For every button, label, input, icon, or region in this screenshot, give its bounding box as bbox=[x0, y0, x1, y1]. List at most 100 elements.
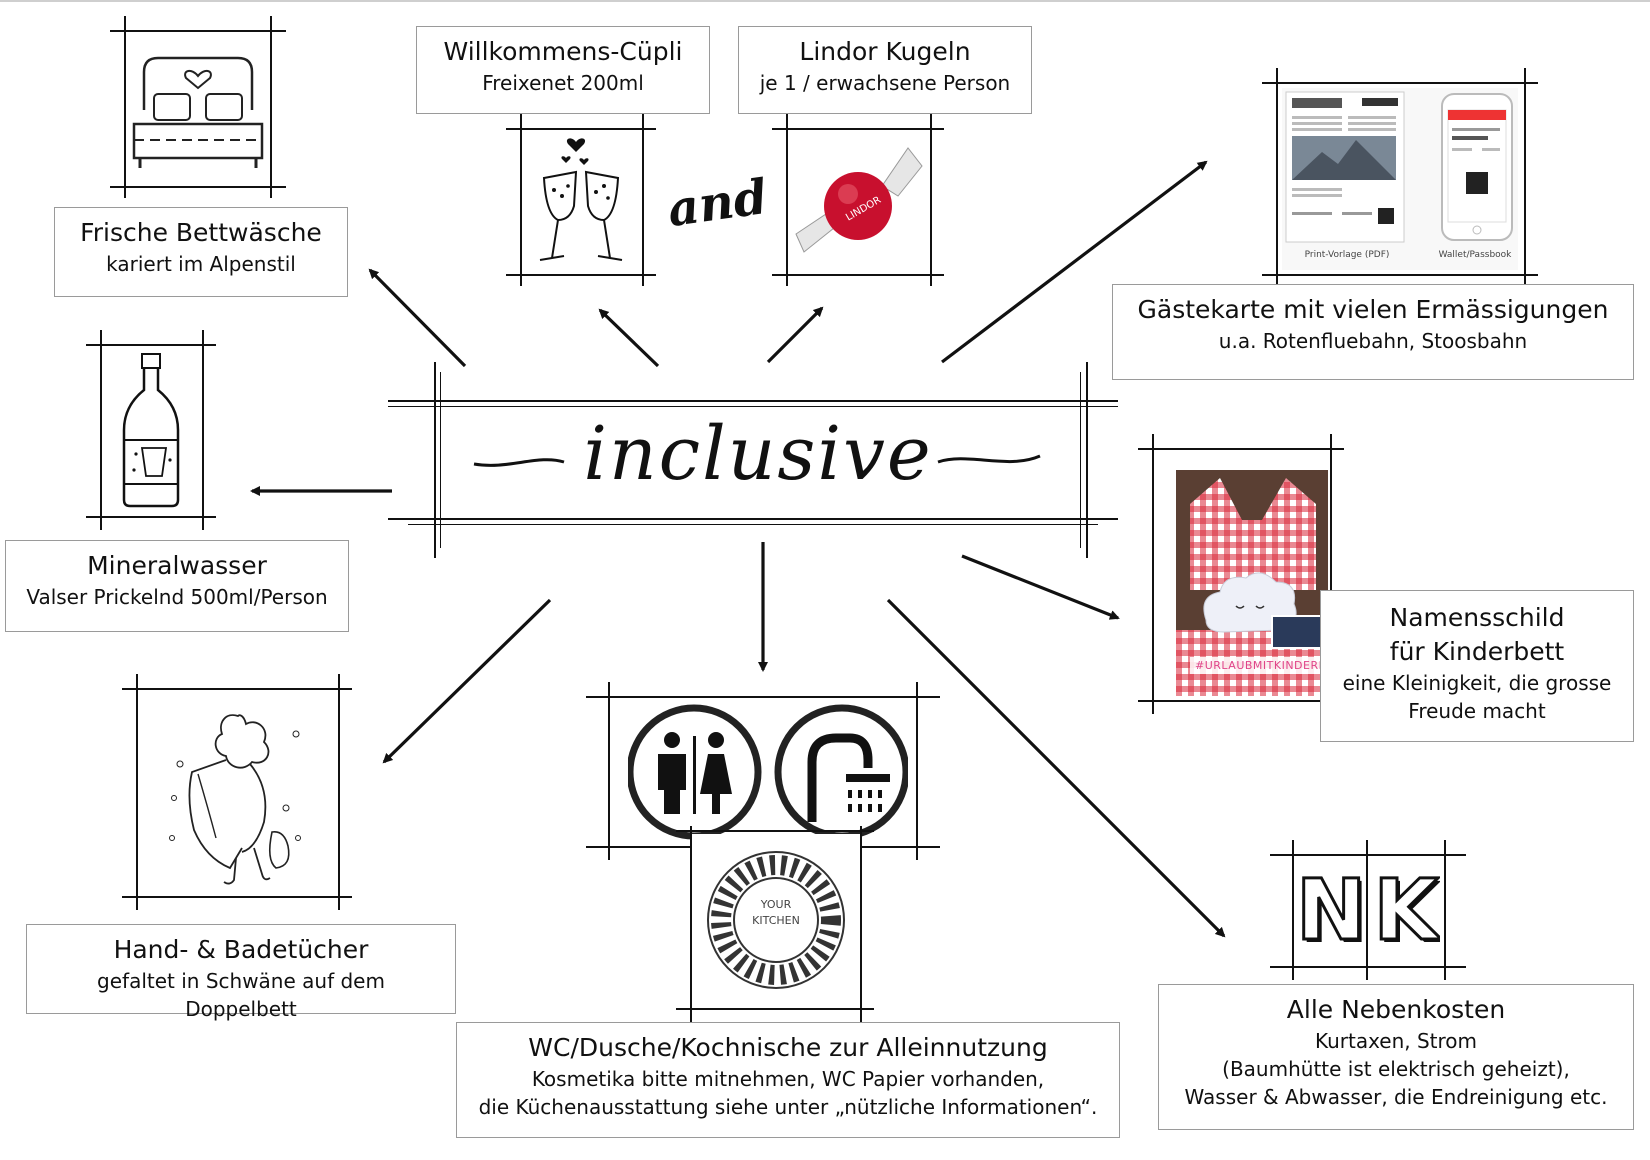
frame-line bbox=[1270, 854, 1466, 856]
wc-label: WC/Dusche/Kochnische zur Alleinnutzung K… bbox=[456, 1022, 1120, 1138]
lindor-title: Lindor Kugeln bbox=[799, 37, 971, 66]
frame-line bbox=[434, 362, 436, 558]
kitchen-wreath: YOUR KITCHEN bbox=[692, 834, 860, 1006]
frame-line bbox=[520, 114, 522, 286]
bed-icon bbox=[132, 56, 264, 168]
frame-line bbox=[1270, 966, 1466, 968]
frame-line bbox=[122, 688, 352, 690]
frame-line bbox=[772, 274, 944, 276]
nk-frame: N K bbox=[1270, 840, 1466, 980]
frame-line bbox=[1086, 362, 1088, 558]
frame-line bbox=[86, 344, 216, 346]
frame-line bbox=[124, 16, 126, 198]
arrow-to-lindor bbox=[766, 306, 824, 364]
gaestekarte-title: Gästekarte mit vielen Ermässigungen bbox=[1137, 295, 1609, 324]
frame-line bbox=[1366, 840, 1368, 980]
inclusive-word: inclusive bbox=[583, 414, 933, 494]
lindor-ball-icon: LINDOR bbox=[795, 147, 923, 253]
kinderbett-photo: #URLAUBMITKINDERN bbox=[1176, 470, 1328, 696]
frame-line bbox=[1138, 700, 1344, 702]
bettwaesche-label: Frische Bettwäsche kariert im Alpenstil bbox=[54, 207, 348, 297]
arrow-to-cuepli bbox=[598, 308, 660, 368]
nebenkosten-title: Alle Nebenkosten bbox=[1286, 995, 1506, 1024]
frame-line bbox=[408, 524, 1098, 525]
lindor-sub: je 1 / erwachsene Person bbox=[759, 71, 1011, 95]
kitchen-label-2: KITCHEN bbox=[752, 914, 800, 927]
lindor-frame: LINDOR bbox=[772, 114, 944, 286]
frame-line bbox=[786, 114, 788, 286]
wallet-caption: Wallet/Passbook bbox=[1438, 250, 1512, 260]
namensschild-sub-2: Freude macht bbox=[1408, 699, 1546, 723]
gaestekarte-documents bbox=[1285, 91, 1513, 243]
hashtag-badge: #URLAUBMITKINDERN bbox=[1190, 657, 1328, 674]
arrow-to-badetuecher bbox=[382, 598, 552, 764]
frame-line bbox=[1276, 68, 1278, 288]
inclusive-frame: inclusive bbox=[388, 362, 1118, 558]
namensschild-title-1: Namensschild bbox=[1389, 603, 1565, 632]
wc-title: WC/Dusche/Kochnische zur Alleinnutzung bbox=[528, 1033, 1048, 1062]
frame-line bbox=[202, 330, 204, 530]
frame-line bbox=[608, 682, 610, 860]
bettwaesche-sub: kariert im Alpenstil bbox=[106, 252, 296, 276]
kitchen-label-1: YOUR bbox=[760, 898, 792, 911]
arrow-to-namensschild bbox=[961, 554, 1120, 620]
bed-icon-frame bbox=[110, 16, 286, 198]
and-word: and bbox=[664, 168, 771, 239]
frame-line bbox=[1262, 82, 1538, 84]
kitchen-wreath-icon bbox=[707, 851, 845, 989]
bottle-frame bbox=[86, 330, 216, 530]
frame-line bbox=[690, 826, 692, 1022]
nebenkosten-label: Alle Nebenkosten Kurtaxen, Strom (Baumhü… bbox=[1158, 984, 1634, 1130]
gaestekarte-label: Gästekarte mit vielen Ermässigungen u.a.… bbox=[1112, 284, 1634, 380]
nk-letter-n: N bbox=[1296, 860, 1362, 961]
frame-line bbox=[1262, 274, 1538, 276]
cuepli-title: Willkommens-Cüpli bbox=[443, 37, 683, 66]
inclusive-swash bbox=[473, 454, 1041, 467]
pdf-caption: Print-Vorlage (PDF) bbox=[1304, 250, 1390, 260]
arrow-to-gaestekarte bbox=[941, 160, 1208, 364]
child-towel-icon bbox=[169, 714, 301, 885]
kitchen-frame: YOUR KITCHEN bbox=[676, 826, 874, 1022]
nebenkosten-sub-2: (Baumhütte ist elektrisch geheizt), bbox=[1222, 1057, 1570, 1081]
bottle-icon bbox=[122, 353, 180, 508]
frame-line bbox=[388, 400, 1118, 402]
kinderbett-photo-frame: #URLAUBMITKINDERN bbox=[1138, 434, 1344, 714]
gaestekarte-sub: u.a. Rotenfluebahn, Stoosbahn bbox=[1218, 329, 1528, 353]
frame-line bbox=[1292, 840, 1294, 980]
cuepli-label: Willkommens-Cüpli Freixenet 200ml bbox=[416, 26, 710, 114]
cuepli-sub: Freixenet 200ml bbox=[482, 71, 644, 95]
frame-line bbox=[676, 1008, 874, 1010]
gaestekarte-frame: Print-Vorlage (PDF) Wallet/Passbook bbox=[1262, 68, 1538, 288]
wc-sub-1: Kosmetika bitte mitnehmen, WC Papier vor… bbox=[531, 1067, 1045, 1091]
frame-line bbox=[586, 696, 940, 698]
frame-line bbox=[110, 30, 286, 32]
mineralwasser-sub: Valser Prickelnd 500ml/Person bbox=[26, 585, 328, 609]
frame-line bbox=[860, 826, 862, 1022]
frame-line bbox=[506, 128, 656, 130]
mineralwasser-title: Mineralwasser bbox=[87, 551, 267, 580]
frame-line bbox=[506, 274, 656, 276]
wc-sub-2: die Küchenausstattung siehe unter „nützl… bbox=[478, 1095, 1098, 1119]
frame-line bbox=[1524, 68, 1526, 288]
lindor-label: Lindor Kugeln je 1 / erwachsene Person bbox=[738, 26, 1032, 114]
badetuecher-sub: gefaltet in Schwäne auf dem Doppelbett bbox=[97, 969, 385, 1021]
bettwaesche-title: Frische Bettwäsche bbox=[80, 218, 322, 247]
namensschild-title-2: für Kinderbett bbox=[1389, 637, 1565, 666]
namensschild-sub-1: eine Kleinigkeit, die grosse bbox=[1342, 671, 1612, 695]
frame-line bbox=[388, 518, 1118, 520]
towel-frame bbox=[122, 674, 352, 910]
top-divider bbox=[0, 0, 1650, 2]
frame-line bbox=[1444, 840, 1446, 980]
frame-line bbox=[916, 682, 918, 860]
badetuecher-title: Hand- & Badetücher bbox=[113, 935, 369, 964]
frame-line bbox=[1330, 434, 1332, 714]
frame-line bbox=[676, 830, 874, 832]
namensschild-label: Namensschild für Kinderbett eine Kleinig… bbox=[1320, 590, 1634, 742]
arrow-to-nebenkosten bbox=[886, 598, 1226, 938]
champagne-glasses-icon bbox=[539, 138, 623, 261]
nebenkosten-sub-3: Wasser & Abwasser, die Endreinigung etc. bbox=[1184, 1085, 1608, 1109]
frame-line bbox=[270, 16, 272, 198]
mineralwasser-label: Mineralwasser Valser Prickelnd 500ml/Per… bbox=[5, 540, 349, 632]
frame-line bbox=[100, 330, 102, 530]
frame-line bbox=[930, 114, 932, 286]
